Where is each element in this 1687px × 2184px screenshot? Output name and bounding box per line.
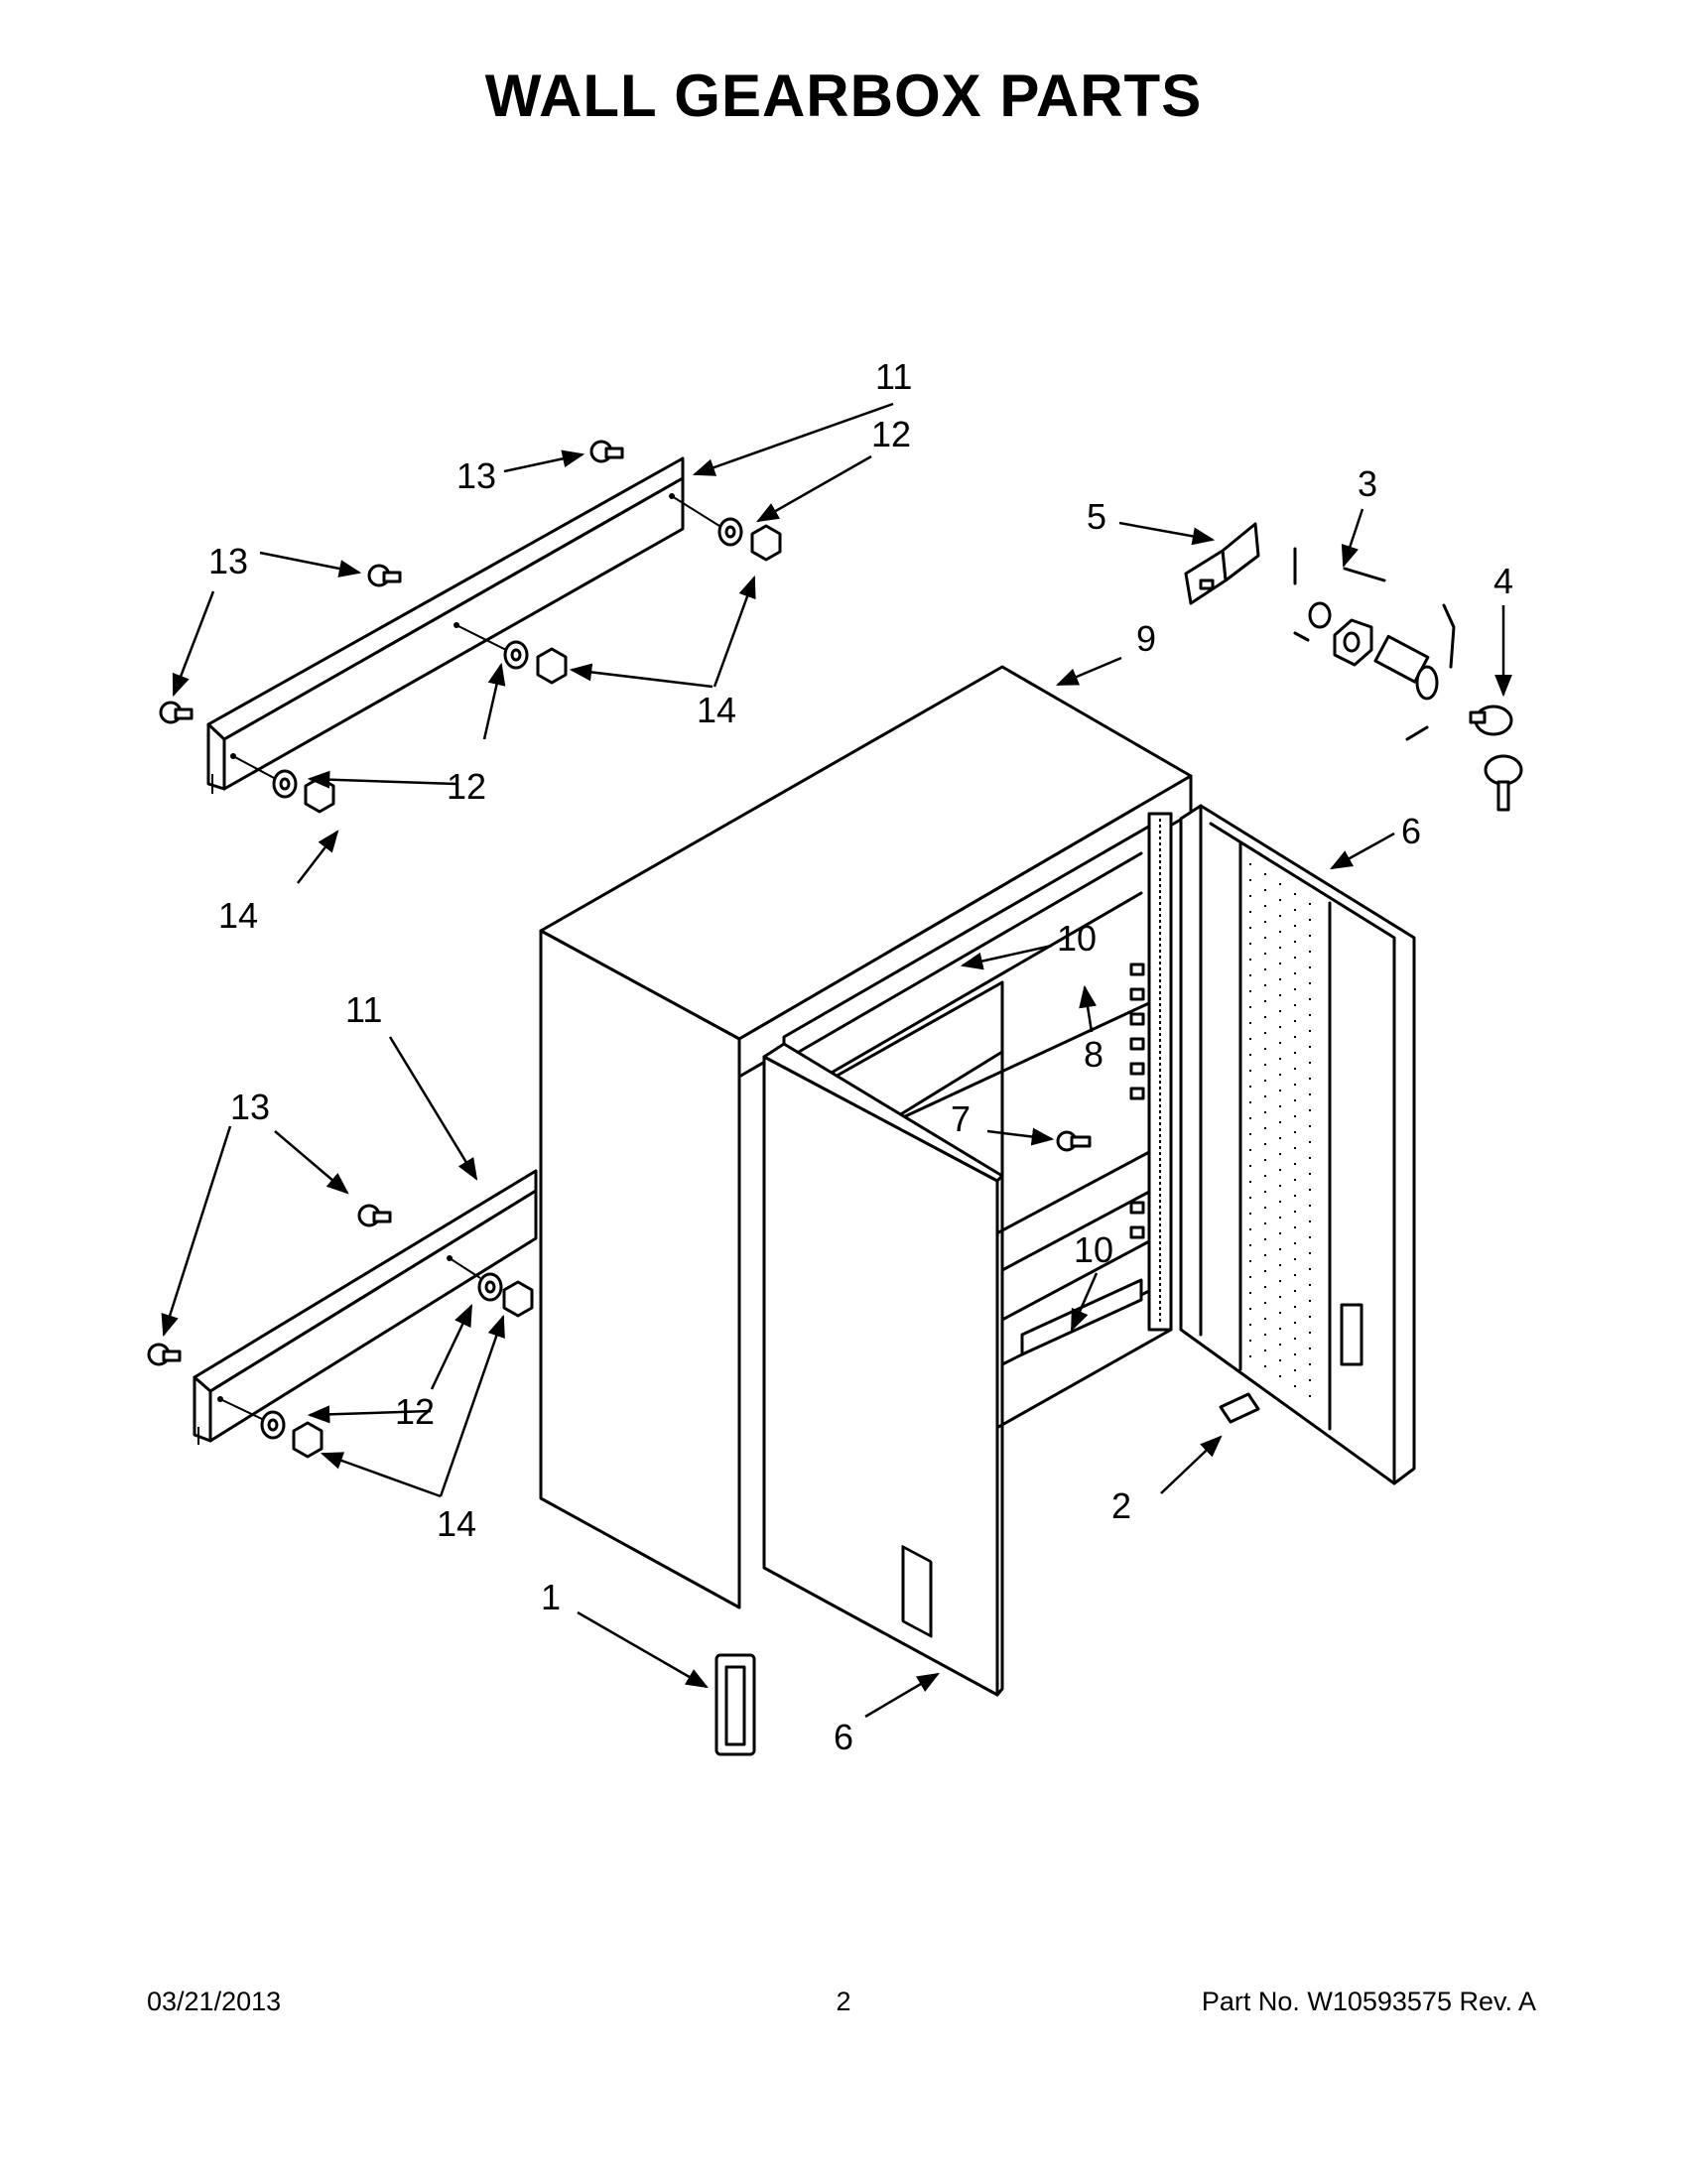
top-mounting-rail (206, 456, 685, 794)
callout-14-top-a: 14 (697, 690, 736, 730)
screw-13-bottom-b (147, 1343, 182, 1366)
lock-assembly-part-3 (1293, 547, 1456, 741)
washer-12-top-a (717, 517, 743, 547)
screw-part-7 (1056, 1130, 1092, 1152)
footer-part-number: Part No. W10593575 Rev. A (1201, 1987, 1536, 2016)
callout-10-top: 10 (1057, 918, 1097, 959)
nut-14-top-c (304, 776, 335, 814)
bottom-mounting-rail (193, 1169, 538, 1445)
leader-arrows (161, 402, 1512, 1719)
screw-13-top-b (367, 564, 402, 587)
badge-part-2 (1219, 1392, 1260, 1424)
callout-12-top-a: 12 (871, 414, 911, 454)
callout-13-bottom: 13 (230, 1087, 270, 1127)
bottom-rail-hardware (147, 1204, 534, 1459)
callout-11-bottom: 11 (345, 989, 382, 1030)
washer-12-top-b (503, 640, 529, 670)
callout-12-top-b: 12 (447, 766, 486, 807)
footer-page-number: 2 (836, 1987, 851, 2016)
callout-1: 1 (541, 1577, 561, 1617)
nut-14-top-a (750, 524, 782, 562)
callout-11-top: 11 (875, 356, 912, 397)
callout-labels: 11 12 13 13 14 12 14 11 13 12 14 1 6 2 5… (208, 356, 1513, 1757)
nut-14-bottom-a (502, 1280, 534, 1318)
washer-12-bottom-a (477, 1272, 503, 1302)
callout-5: 5 (1087, 496, 1106, 537)
screw-13-top-c (159, 701, 194, 724)
top-rail-hardware (159, 440, 782, 814)
handle-part-1 (714, 1653, 756, 1756)
keys-part-4 (1469, 705, 1523, 812)
callout-7: 7 (951, 1098, 971, 1139)
nut-14-top-b (536, 647, 568, 685)
callout-13-top-a: 13 (456, 455, 496, 496)
callout-12-bottom: 12 (395, 1391, 435, 1432)
callout-10-bottom: 10 (1074, 1229, 1113, 1270)
callout-9: 9 (1136, 618, 1156, 659)
callout-14-bottom: 14 (437, 1503, 476, 1544)
footer-date: 03/21/2013 (147, 1987, 282, 2016)
callout-13-top-b: 13 (208, 541, 248, 581)
bracket-part-5 (1184, 522, 1260, 605)
shelf-clip-slots (1129, 963, 1145, 1239)
washer-12-bottom-b (260, 1410, 286, 1440)
callout-3: 3 (1358, 463, 1377, 504)
screw-13-top-a (589, 440, 624, 463)
callout-8: 8 (1084, 1034, 1103, 1075)
right-door (1179, 804, 1416, 1485)
callout-6-top: 6 (1401, 811, 1421, 851)
callout-4: 4 (1493, 561, 1513, 601)
callout-14-top-b: 14 (218, 895, 258, 936)
washer-12-top-c (272, 769, 298, 799)
screw-13-bottom-a (357, 1204, 392, 1227)
callout-6-bottom: 6 (834, 1717, 853, 1757)
callout-2: 2 (1111, 1485, 1131, 1526)
left-door (762, 1042, 1004, 1697)
nut-14-bottom-b (292, 1421, 324, 1459)
page-title: WALL GEARBOX PARTS (484, 63, 1203, 129)
